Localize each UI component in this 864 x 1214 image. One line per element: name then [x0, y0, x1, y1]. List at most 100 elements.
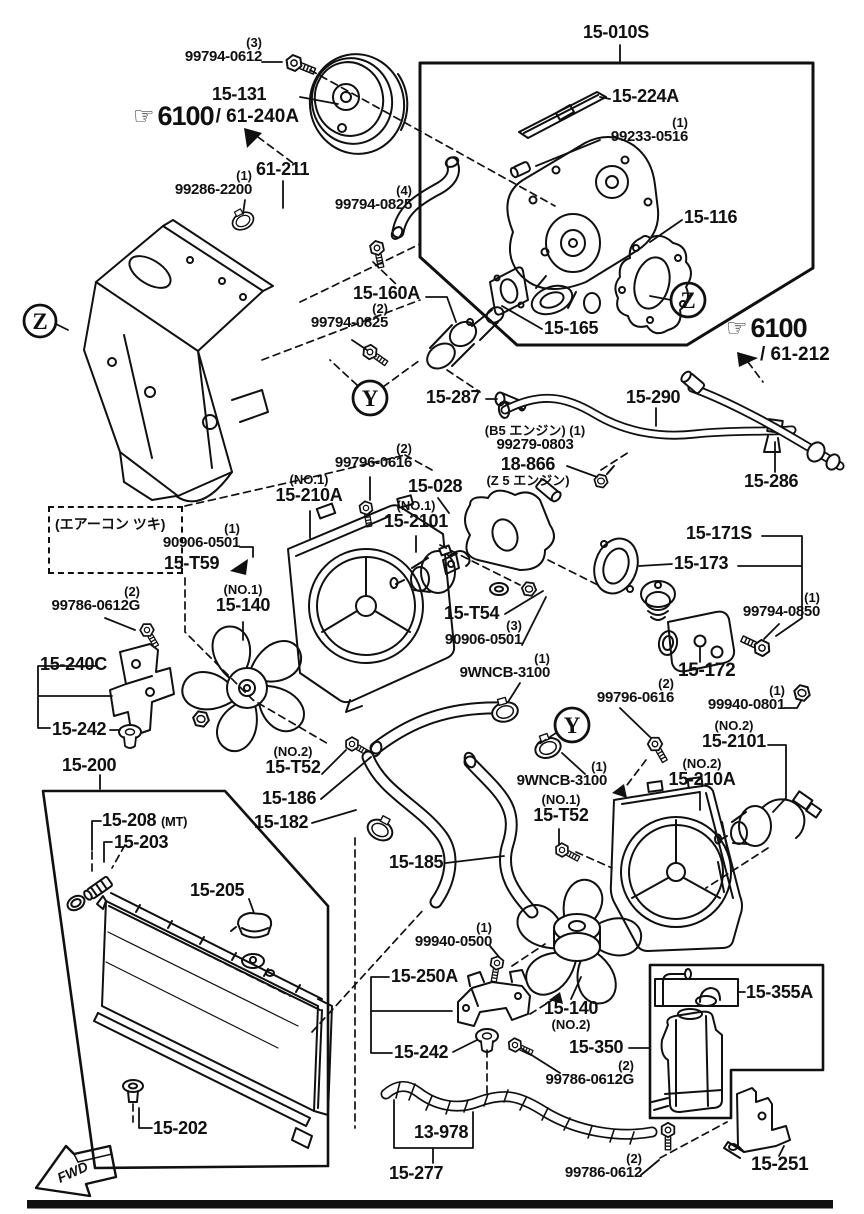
label-9WNCB-3100-b: (1)9WNCB-3100	[516, 759, 608, 790]
label-99786-0612: (2)99786-0612	[564, 1151, 642, 1182]
label-99940-0801: (1)99940-0801	[707, 683, 785, 714]
gasket-15-116	[614, 234, 692, 335]
bolt-99794-0825-icon	[359, 341, 391, 370]
label-99794-0825-2: (2)99794-0825	[310, 301, 388, 332]
label-99786-0612G-b: (2)99786-0612G	[545, 1058, 635, 1089]
drain-plug-15-202	[122, 1079, 144, 1103]
thermostat-housing	[657, 610, 736, 673]
label-15-186: 15-186	[262, 788, 317, 808]
label-99794-0612: (3)99794-0612	[184, 35, 262, 66]
label-15-116: 15-116	[684, 207, 738, 227]
label-15-2101-no2: (NO.2)15-2101	[702, 718, 766, 752]
label-15-287: 15-287	[426, 387, 481, 407]
label-15-T59: 15-T59	[164, 553, 220, 573]
clamp-9WNCB-a-icon	[487, 694, 522, 726]
fan-shroud-no2	[609, 776, 743, 952]
sensor-18-866	[592, 465, 615, 490]
label-15-242-a: 15-242	[52, 719, 107, 739]
water-pump-box	[418, 61, 815, 347]
pipe-61-212	[680, 370, 845, 471]
radiator-cap-15-205	[230, 912, 273, 939]
engine-block	[83, 219, 274, 503]
fwd-arrow	[34, 1144, 118, 1198]
marker-y-2: Y	[564, 713, 581, 738]
label-15-165: 15-165	[544, 318, 599, 338]
fan-shroud-no1	[287, 494, 460, 713]
label-99286-2200: (1)99286-2200	[174, 168, 252, 199]
label-15-251: 15-251	[751, 1154, 809, 1175]
label-15-010S: 15-010S	[583, 22, 649, 42]
reservoir-box	[648, 963, 825, 1120]
corrugated-hose-13-978	[380, 1081, 658, 1145]
label-18-866: 18-866(Z 5 エンジン)	[486, 454, 570, 488]
label-15-250A: 15-250A	[391, 966, 458, 986]
label-15-182: 15-182	[254, 812, 309, 832]
label-15-210A-no2: (NO.2)15-210A	[668, 756, 736, 790]
petcock-15-203	[66, 875, 113, 912]
bracket-15-251	[723, 1087, 791, 1159]
hand-icon: ☞	[726, 315, 748, 342]
plate-15-224A	[518, 91, 607, 139]
nut-90906-0501-icon	[520, 580, 538, 598]
label-15-240C: 15-240C	[40, 654, 107, 674]
label-15-290: 15-290	[626, 387, 681, 407]
label-99796-0616-b: (2)99796-0616	[596, 676, 674, 707]
label-15-T52-no2: (NO.2)15-T52	[265, 744, 321, 778]
label-15-242-b: 15-242	[394, 1042, 449, 1062]
radiator	[66, 875, 333, 1149]
label-99794-0850: (1)99794-0850	[742, 590, 820, 621]
label-15-T54: 15-T54	[444, 603, 500, 623]
fwd-label: FWD	[55, 1158, 91, 1186]
crank-pulley	[308, 53, 409, 155]
cooling-fan-no1	[174, 621, 310, 759]
label-61-211: 61-211	[256, 159, 310, 179]
label-15-172: 15-172	[678, 660, 736, 681]
label-15-205: 15-205	[190, 880, 245, 900]
label-90906-0501-1: (1)90906-0501	[162, 521, 240, 552]
label-99794-0825-4: (4)99794-0825	[334, 183, 412, 214]
label-15-224A: 15-224A	[612, 86, 679, 106]
label-99796-0616-a: (2)99796-0616	[334, 441, 412, 472]
pulley-bolt-icon	[282, 52, 319, 79]
label-15-173: 15-173	[674, 553, 729, 573]
water-inlet-15-160A	[426, 306, 505, 370]
label-15-160A: 15-160A	[353, 283, 420, 303]
pointer-arrows	[230, 128, 758, 1004]
label-90906-0501-3: (3)90906-0501	[444, 618, 522, 649]
label-99940-0500: (1)99940-0500	[414, 920, 492, 951]
clamp-icon	[363, 810, 400, 846]
gasket-15-165	[489, 266, 529, 316]
label-15-2101-no1: (NO.1)15-2101	[384, 498, 448, 532]
thermostat-15-172	[640, 580, 676, 621]
nut-99940-0801-icon	[791, 683, 813, 703]
leader-lines	[37, 44, 803, 1176]
dowel-pin-icon	[509, 161, 531, 179]
label-15-140-no2: 15-140(NO.2)	[543, 998, 599, 1032]
label-13-978: 13-978	[414, 1122, 469, 1142]
bracket-15-240C	[109, 643, 175, 737]
label-15-028: 15-028	[408, 476, 463, 496]
label-15-200: 15-200	[62, 755, 117, 775]
clamp-99286-2200-icon	[226, 204, 258, 235]
label-15-355A: 15-355A	[746, 982, 813, 1002]
fan-hub-no2	[553, 913, 601, 962]
bottom-bar	[27, 1200, 833, 1209]
label-15-210A-no1: (NO.1)15-210A	[275, 472, 343, 506]
view-markers	[22, 281, 707, 744]
marker-z-left: Z	[32, 309, 47, 334]
screw-99940-0500-icon	[487, 954, 505, 984]
label-15-203: 15-203	[114, 832, 169, 852]
label-15-286: 15-286	[744, 471, 799, 491]
ref-6100-61-240A: ☞ 6100 / 61-240A	[133, 101, 300, 131]
label-15-171S: 15-171S	[686, 523, 752, 543]
label-15-277: 15-277	[389, 1163, 444, 1183]
label-99786-0612G-a: (2)99786-0612G	[51, 584, 141, 615]
radiator-hoses	[361, 701, 539, 919]
grommet-15-242-a-icon	[118, 724, 142, 749]
marker-y-1: Y	[362, 386, 379, 411]
marker-z-right: Z	[680, 288, 695, 313]
thermostat-gasket-15-173	[593, 537, 639, 595]
label-15-131: 15-131	[212, 84, 267, 104]
fan-motor-no2	[714, 790, 823, 847]
label-9WNCB-3100-a: (1)9WNCB-3100	[459, 651, 551, 682]
